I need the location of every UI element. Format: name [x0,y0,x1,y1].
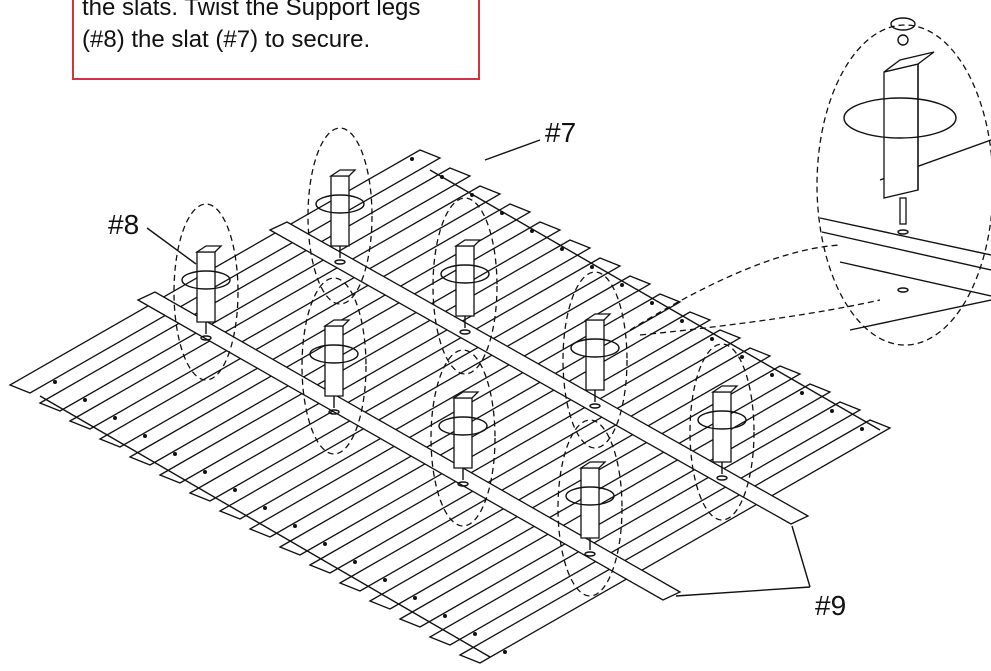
leg-callout-ellipse [557,419,623,597]
twist-arrow [309,344,359,364]
bolt-hole [716,475,728,481]
slat [458,419,892,664]
slat-screw [800,391,804,395]
slat-screw [53,380,57,384]
center-rail [268,221,810,525]
twist-arrow [438,416,488,436]
support-leg [557,419,623,597]
leg-top [578,461,607,469]
slats-group [8,149,892,664]
instruction-line-1: the slats. Twist the Support legs [82,0,421,21]
slat-screw [680,319,684,323]
leader-lines [146,139,811,597]
slat-screw [860,427,864,431]
twist-arrow [181,270,231,290]
slat-screw [383,578,387,582]
leg-callout-ellipse [173,203,239,381]
label-slat: #7 [545,117,576,148]
slat-body [308,329,742,574]
slat-screw [293,524,297,528]
slat-body [458,419,892,664]
slat-screw [233,488,237,492]
slat-screw [83,398,87,402]
slat-screw [740,355,744,359]
bolt-hole [589,403,601,409]
slat-screw [770,373,774,377]
support-leg [689,343,755,521]
support-leg [173,203,239,381]
support-legs-group [173,127,755,597]
bolt-hole [334,259,346,265]
leg-top [451,391,480,399]
support-leg [562,271,628,449]
leg-post [585,319,605,391]
slat-screw [173,452,177,456]
slat-screw [353,560,357,564]
bolt-hole [459,329,471,335]
slat-screw [620,283,624,287]
bolt-hole [457,481,469,487]
slat-screw [263,506,267,510]
twist-arrow [440,264,490,284]
support-leg [430,349,496,527]
leg-callout-ellipse [307,127,373,305]
twist-arrow [697,410,747,430]
slat-screw [203,470,207,474]
slat-screw [710,337,714,341]
detail-zoom [629,17,991,346]
center-rail [136,291,682,601]
label-center-rail: #9 [815,590,846,621]
support-leg [307,127,373,305]
leg-top [328,169,357,177]
leg-post [712,391,732,463]
slat-screw [830,409,834,413]
slat-screw [113,416,117,420]
twist-arrow [315,194,365,214]
slat-screw [323,542,327,546]
leg-top [453,239,482,247]
support-leg [301,277,367,455]
leg-callout-ellipse [689,343,755,521]
slat-screw [443,614,447,618]
slat-screw [410,157,414,161]
support-leg [432,197,498,375]
bolt-hole [328,409,340,415]
slat-screw [560,247,564,251]
leg-callout-ellipse [432,197,498,375]
slat-edge-rail [429,169,881,431]
leg-top [710,385,739,393]
slat-screw [650,301,654,305]
slat-screw [143,434,147,438]
center-rails-group [136,221,810,601]
slat-edge-rail [39,395,491,658]
leg-post [580,467,600,539]
leg-top [583,313,612,321]
slat [308,329,742,574]
leg-post [455,245,475,317]
slat [338,347,772,592]
leg-post [196,251,216,323]
slat-screw [590,265,594,269]
instruction-line-2: (#8) the slat (#7) to secure. [82,26,371,53]
twist-arrow [570,338,620,358]
slat-screw [413,596,417,600]
leg-post [324,325,344,397]
leg-top [322,319,351,327]
slat-screw [503,650,507,654]
instruction-callout: the slats. Twist the Support legs (#8) t… [72,0,480,80]
leg-top [194,245,223,253]
label-support-leg: #8 [108,209,139,240]
slat-body [338,347,772,592]
leg-post [330,175,350,247]
twist-arrow [565,486,615,506]
slat-screw [473,632,477,636]
leg-post [453,397,473,469]
leg-callout-ellipse [301,277,367,455]
bolt-hole [584,551,596,557]
leg-callout-ellipse [562,271,628,449]
bolt-hole [200,335,212,341]
leg-callout-ellipse [430,349,496,527]
